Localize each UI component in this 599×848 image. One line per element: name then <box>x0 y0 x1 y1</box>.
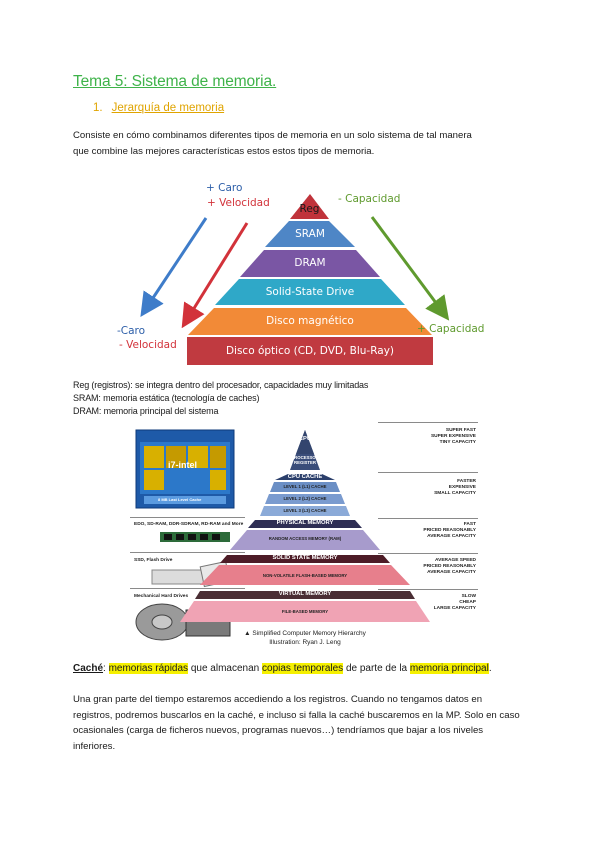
intro-line-1: Consiste en cómo combinamos diferentes t… <box>73 130 472 141</box>
cache-sep: : <box>103 663 109 674</box>
intro-line-2: que combine las mejores características … <box>73 146 375 157</box>
section-number: 1. <box>93 102 103 114</box>
tier-title-cache: CPU CACHE <box>287 474 323 480</box>
tier-sub-ssd: NON-VOLATILE FLASH-BASED MEMORY <box>262 573 348 578</box>
memory-pyramid-figure: Reg SRAM DRAM Solid-State Drive Disco ma… <box>0 175 599 375</box>
l3-cache-label: 8 MB Last Level Cache <box>158 497 202 502</box>
cache-text-3: . <box>488 663 492 674</box>
tier-virtual <box>195 591 415 599</box>
cache-definition: Caché: memorias rápidas que almacenan co… <box>73 661 543 677</box>
tier-title-virtual: VIRTUAL MEMORY <box>278 591 332 597</box>
layer-label-hdd: Disco magnético <box>266 315 354 327</box>
para-line-1: Una gran parte del tiempo estaremos acce… <box>73 694 483 705</box>
layer-label-reg: Reg <box>299 203 320 215</box>
definition-reg: Reg (registros): se integra dentro del p… <box>73 380 369 390</box>
layer-label-sram: SRAM <box>295 228 325 240</box>
computer-memory-hierarchy-figure: Processor i7-intel 8 MB Last Level Cache… <box>130 422 480 652</box>
highlight-fast-memory: memorias rápidas <box>108 663 189 674</box>
hdd-label: Mechanical Hard Drives <box>134 594 189 599</box>
intro-paragraph: Consiste en cómo combinamos diferentes t… <box>73 128 543 160</box>
label-plus-capacidad: + Capacidad <box>417 323 485 335</box>
label-plus-caro: + Caro <box>206 182 243 194</box>
tier-ssd <box>220 555 390 563</box>
pyramid-layer-dram <box>240 250 380 277</box>
label-minus-velocidad: - Velocidad <box>119 339 177 351</box>
cache-text-1: que almacenan <box>188 663 263 674</box>
figure-credit: Illustration: Ryan J. Leng <box>269 639 341 646</box>
page-title: Tema 5: Sistema de memoria. <box>73 73 277 90</box>
figure-caption: ▲ Simplified Computer Memory Hierarchy <box>244 630 366 637</box>
highlight-main-memory: memoria principal <box>409 663 489 674</box>
tier-cpu-cache <box>275 474 335 480</box>
pyramid-layer-optical <box>187 337 433 365</box>
cache-l1: LEVEL 1 (L1) CACHE <box>283 484 327 489</box>
highlight-temporary-copies: copias temporales <box>262 663 344 674</box>
para-line-4: inferiores. <box>73 740 116 752</box>
arrow-green <box>370 216 450 321</box>
hierarchy-shapes <box>135 429 430 641</box>
label-minus-caro: -Caro <box>117 325 146 337</box>
processor-label: Processor <box>134 425 158 430</box>
cache-l3: LEVEL 3 (L3) CACHE <box>283 508 327 513</box>
ram-types-label: EDO, SD-RAM, DDR-SDRAM, RD-RAM and More <box>134 522 244 527</box>
pyramid-layer-reg <box>290 194 329 219</box>
layer-label-ssd: Solid-State Drive <box>265 286 355 298</box>
body-paragraph: Una gran parte del tiempo estaremos acce… <box>73 692 543 754</box>
arrow-blue <box>140 217 208 318</box>
layer-label-optical: Disco óptico (CD, DVD, Blu-Ray) <box>225 345 395 357</box>
pyramid-layer-ssd <box>215 279 405 305</box>
para-line-3: ocasionales (carga de ficheros nuevos, p… <box>73 725 484 736</box>
arrow-red <box>181 222 249 329</box>
pyramid-layer-sram <box>265 221 355 247</box>
label-minus-capacidad: - Capacidad <box>338 193 401 205</box>
cache-text-2: de parte de la <box>343 663 410 674</box>
tier-title-ssd: SOLID STATE MEMORY <box>272 555 338 561</box>
label-plus-velocidad: + Velocidad <box>207 197 270 209</box>
definition-dram: DRAM: memoria principal del sistema <box>73 406 219 416</box>
definition-sram: SRAM: memoria estática (tecnología de ca… <box>73 393 260 403</box>
tier-sub-cpu: PROCESSOR REGISTER <box>291 455 319 465</box>
layer-label-dram: DRAM <box>294 257 326 269</box>
para-line-2: registros, podremos buscarlos en la cach… <box>73 709 520 721</box>
tier-sub-virtual: FILE-BASED MEMORY <box>281 609 329 614</box>
tier-physical <box>248 520 362 528</box>
section-heading: 1. Jerarquía de memoria <box>93 102 224 114</box>
ssd-label: SSD, Flash Drive <box>134 558 173 563</box>
pyramid-layer-hdd <box>188 308 432 335</box>
cache-term: Caché <box>73 663 104 674</box>
pyramid-shapes <box>140 194 450 365</box>
tier-sub-physical: RANDOM ACCESS MEMORY (RAM) <box>268 536 342 541</box>
tier-title-cpu: CPU <box>298 436 312 442</box>
tier-title-physical: PHYSICAL MEMORY <box>276 520 334 526</box>
section-title: Jerarquía de memoria <box>111 102 225 114</box>
cache-l2: LEVEL 2 (L2) CACHE <box>283 496 327 501</box>
cpu-brand-label: i7-intel <box>168 460 198 470</box>
